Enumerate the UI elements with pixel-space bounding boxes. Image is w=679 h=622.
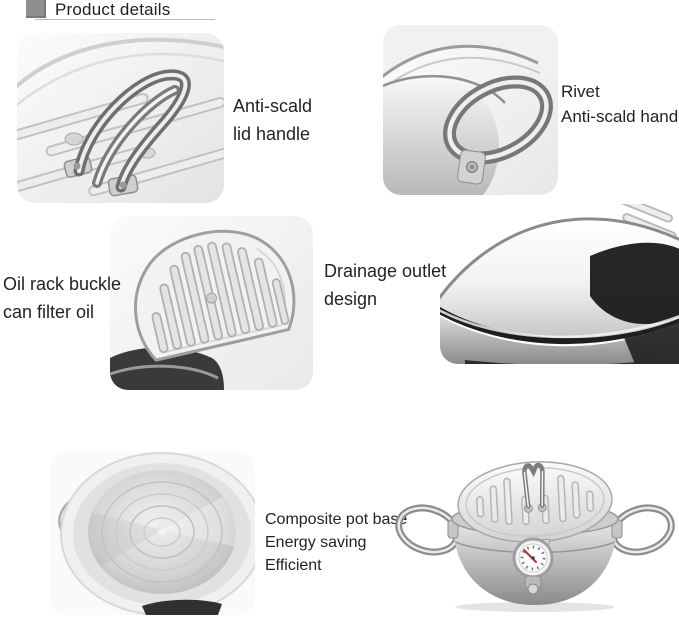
feature-label-line: Energy saving — [265, 534, 367, 551]
oil-rack-closeup-photo — [110, 216, 313, 390]
feature-label-line: lid handle — [233, 124, 311, 144]
page-title: Product details — [55, 0, 171, 19]
feature-label-oil-rack: Oil rack buckle can filter oil — [3, 270, 121, 326]
square-bullet-icon — [26, 0, 46, 18]
feature-label-lid-handle: Anti-scald lid handle — [233, 92, 312, 148]
feature-label-rivet-handle: Rivet Anti-scald handle — [561, 79, 679, 129]
feature-label-line: Drainage outlet — [324, 261, 447, 281]
riveted-side-handle-closeup-photo — [383, 25, 558, 195]
feature-label-line: Anti-scald handle — [561, 107, 679, 126]
feature-label-line: Rivet — [561, 82, 600, 101]
feature-label-line: Anti-scald — [233, 96, 313, 116]
feature-label-line: Composite pot base — [265, 511, 408, 528]
feature-label-line: Oil rack buckle — [3, 274, 122, 294]
lid-handle-closeup-photo — [17, 33, 224, 203]
feature-label-drainage: Drainage outlet design — [324, 257, 446, 313]
pot-base-closeup-photo — [50, 452, 255, 615]
lid-pot-gap-closeup-photo — [440, 204, 679, 364]
feature-label-pot-base: Composite pot base Energy saving Efficie… — [265, 508, 407, 577]
feature-label-line: design — [324, 289, 378, 309]
feature-label-line: Efficient — [265, 557, 322, 574]
title-underline — [35, 19, 215, 20]
tempura-fryer-pot-photo — [395, 450, 675, 615]
feature-label-line: can filter oil — [3, 302, 95, 322]
